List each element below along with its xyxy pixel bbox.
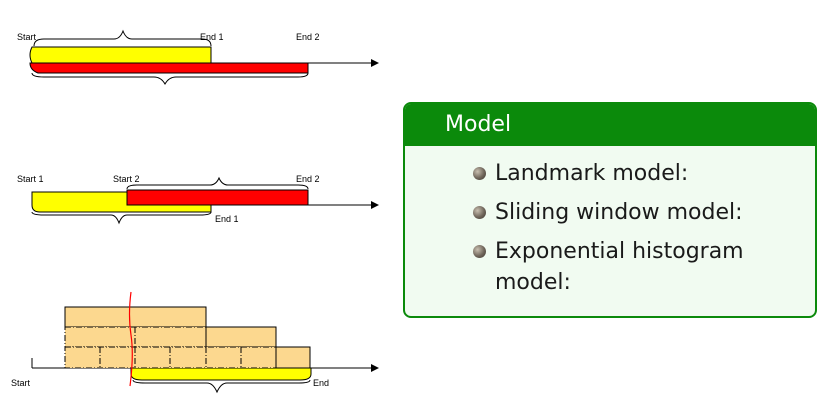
landmark-red-window (29, 62, 309, 74)
sliding-top-brace (126, 176, 309, 190)
histogram-bucket (275, 346, 311, 369)
sliding-diagram: Start 1 Start 2 End 2 End 1 (17, 174, 379, 225)
histogram-yellow-window (130, 367, 312, 381)
sliding-yellow-window (31, 191, 212, 213)
model-item-label: Landmark model: (495, 161, 689, 186)
model-list: Landmark model: Sliding window model: Ex… (405, 146, 815, 298)
landmark-start-label: Start (17, 32, 37, 42)
landmark-bottom-brace (31, 72, 309, 86)
landmark-diagram: Start End 1 End 2 (17, 29, 379, 86)
histogram-bottom-brace (132, 379, 311, 394)
bullet-icon (473, 167, 486, 180)
model-item-landmark: Landmark model: (473, 158, 745, 189)
sliding-end1-label: End 1 (215, 214, 239, 224)
bullet-icon (473, 245, 486, 258)
model-item-label: Exponential histogram model: (495, 239, 744, 295)
histogram-start-label: Start (11, 378, 31, 388)
model-item-label: Sliding window model: (495, 200, 743, 225)
histogram-diagram: Start End (11, 291, 379, 394)
sliding-bottom-brace (31, 211, 212, 225)
histogram-bucket (205, 326, 277, 348)
sliding-end2-label: End 2 (296, 174, 320, 184)
histogram-bucket (64, 306, 207, 328)
landmark-yellow-window (29, 46, 212, 64)
landmark-end1-label: End 1 (200, 32, 224, 42)
landmark-end2-label: End 2 (296, 32, 320, 42)
sliding-red-window (126, 189, 309, 206)
sliding-start2-label: Start 2 (113, 174, 140, 184)
model-title: Model (405, 104, 815, 146)
model-item-sliding: Sliding window model: (473, 197, 745, 228)
landmark-top-brace (33, 29, 212, 47)
histogram-end-label: End (313, 378, 329, 388)
model-block: Model Landmark model: Sliding window mod… (403, 102, 817, 318)
bullet-icon (473, 206, 486, 219)
histogram-bucket (64, 346, 311, 369)
model-item-histogram: Exponential histogram model: (473, 236, 745, 298)
histogram-red-cut-line (128, 291, 133, 387)
sliding-start1-label: Start 1 (17, 174, 44, 184)
